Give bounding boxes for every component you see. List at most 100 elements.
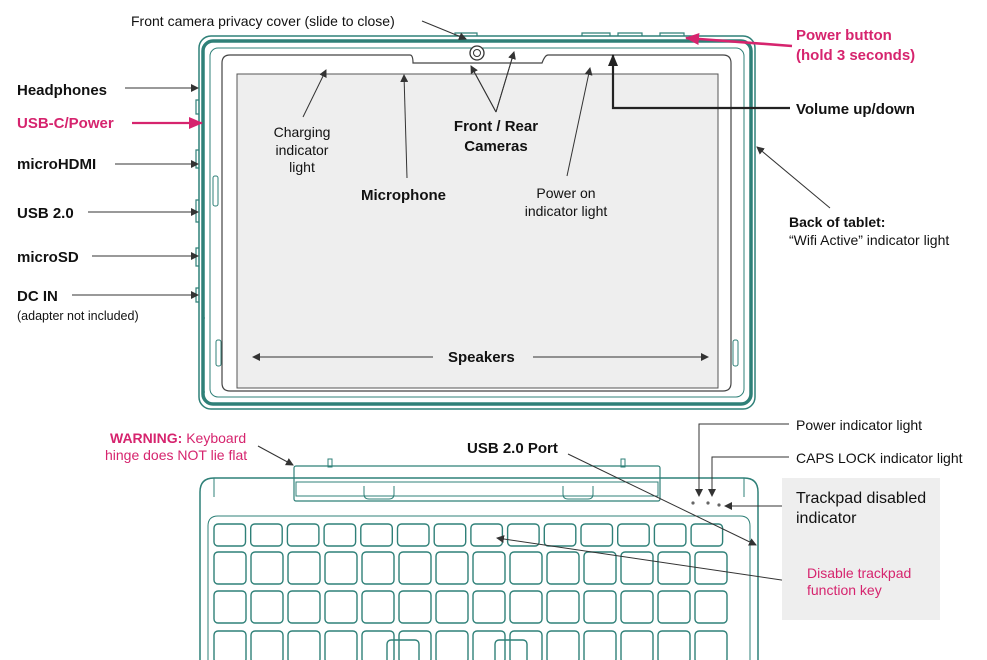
keyboard-key (472, 551, 506, 585)
keyboard-key (583, 590, 617, 624)
label-back-of-tablet: Back of tablet: (789, 214, 886, 230)
keyboard-body (199, 458, 759, 660)
keyboard-key (583, 630, 617, 660)
leader-back (756, 146, 831, 209)
keyboard-key (435, 590, 469, 624)
function-key (470, 523, 504, 547)
leader-disable-key (496, 535, 796, 583)
function-key (433, 523, 467, 547)
keyboard-key (509, 590, 543, 624)
label-caps-lock: CAPS LOCK indicator light (796, 450, 963, 466)
label-warning-rest: Keyboard (182, 430, 247, 446)
keyboard-key (435, 630, 469, 660)
function-key (249, 523, 283, 547)
function-key (543, 523, 577, 547)
keyboard-key (287, 551, 321, 585)
keyboard-key (509, 551, 543, 585)
label-charging-light-1: Charging (273, 124, 331, 140)
label-usb20-port: USB 2.0 Port (467, 440, 558, 457)
arrow-volume (608, 54, 790, 110)
label-charging-light-2: indicator (275, 142, 329, 158)
keyboard-key (398, 551, 432, 585)
function-key (213, 523, 247, 547)
leader-power-indicator (695, 423, 789, 497)
label-speakers: Speakers (448, 349, 515, 366)
keyboard-key (472, 590, 506, 624)
label-usb20: USB 2.0 (17, 205, 74, 222)
keyboard-key (324, 551, 358, 585)
label-front-camera-cover: Front camera privacy cover (slide to clo… (131, 13, 395, 29)
function-key (396, 523, 430, 547)
keyboard-key (546, 590, 580, 624)
keyboard-key (620, 630, 654, 660)
arrow-power-button (685, 32, 793, 48)
keyboard-key (546, 630, 580, 660)
leader-usb-port (567, 453, 757, 546)
status-leds (691, 501, 721, 507)
keyboard-key (386, 639, 420, 660)
function-key (580, 523, 614, 547)
keyboard-key (324, 630, 358, 660)
keyboard-key (435, 551, 469, 585)
label-microsd: microSD (17, 249, 79, 266)
function-key (506, 523, 540, 547)
keyboard-key (620, 590, 654, 624)
keyboard-keys (213, 523, 728, 660)
leader-microphone (400, 74, 409, 179)
function-key (653, 523, 687, 547)
keyboard-key (472, 630, 506, 660)
label-cameras-2: Cameras (464, 138, 528, 155)
keyboard-key (657, 551, 691, 585)
keyboard-key (583, 551, 617, 585)
keyboard-key (657, 630, 691, 660)
keyboard-key (287, 590, 321, 624)
label-disable-trackpad-1: Disable trackpad (807, 565, 912, 581)
label-power-on-1: Power on (536, 185, 596, 201)
label-wifi-active: “Wifi Active” indicator light (789, 232, 950, 248)
label-charging-light-3: light (289, 159, 315, 175)
label-power-button-note: (hold 3 seconds) (796, 47, 916, 64)
keyboard-key (398, 590, 432, 624)
keyboard-key (250, 590, 284, 624)
tablet-bezel (221, 54, 732, 392)
label-volume: Volume up/down (796, 101, 915, 118)
label-warning: WARNING: Keyboard (110, 430, 246, 447)
label-headphones: Headphones (17, 82, 108, 99)
label-dc-in: DC IN (17, 288, 58, 305)
camera-lens-icon (469, 45, 485, 61)
keyboard-key (250, 630, 284, 660)
keyboard-key (509, 630, 543, 660)
keyboard-key (657, 590, 691, 624)
label-power-indicator: Power indicator light (796, 417, 923, 433)
keyboard-key (213, 590, 247, 624)
keyboard-key (213, 551, 247, 585)
function-key (360, 523, 393, 547)
label-cameras-1: Front / Rear (453, 118, 539, 135)
function-key (323, 523, 357, 547)
keyboard-key (287, 630, 321, 660)
keyboard-key (620, 551, 654, 585)
label-microphone: Microphone (361, 187, 446, 204)
label-power-on-2: indicator light (524, 203, 608, 219)
keyboard-key (213, 630, 247, 660)
keyboard-key (694, 590, 728, 624)
tablet-screen (236, 73, 719, 389)
keyboard-key (494, 639, 528, 660)
function-key (690, 523, 724, 547)
leader-caps-lock (708, 456, 789, 497)
keyboard-key (546, 551, 580, 585)
leader-power-on (566, 67, 593, 177)
keyboard-key (694, 630, 728, 660)
label-trackpad-disabled-2: indicator (796, 510, 857, 527)
tablet-body (195, 32, 756, 410)
keyboard-key (361, 551, 395, 585)
function-key (286, 523, 320, 547)
label-trackpad-disabled-1: Trackpad disabled (796, 490, 927, 507)
leader-front-camera (421, 20, 467, 41)
label-disable-trackpad-2: function key (807, 582, 882, 598)
keyboard-key (694, 551, 728, 585)
label-microhdmi: microHDMI (17, 156, 97, 173)
label-warning-line2: hinge does NOT lie flat (105, 447, 248, 463)
leader-charging (302, 69, 327, 118)
